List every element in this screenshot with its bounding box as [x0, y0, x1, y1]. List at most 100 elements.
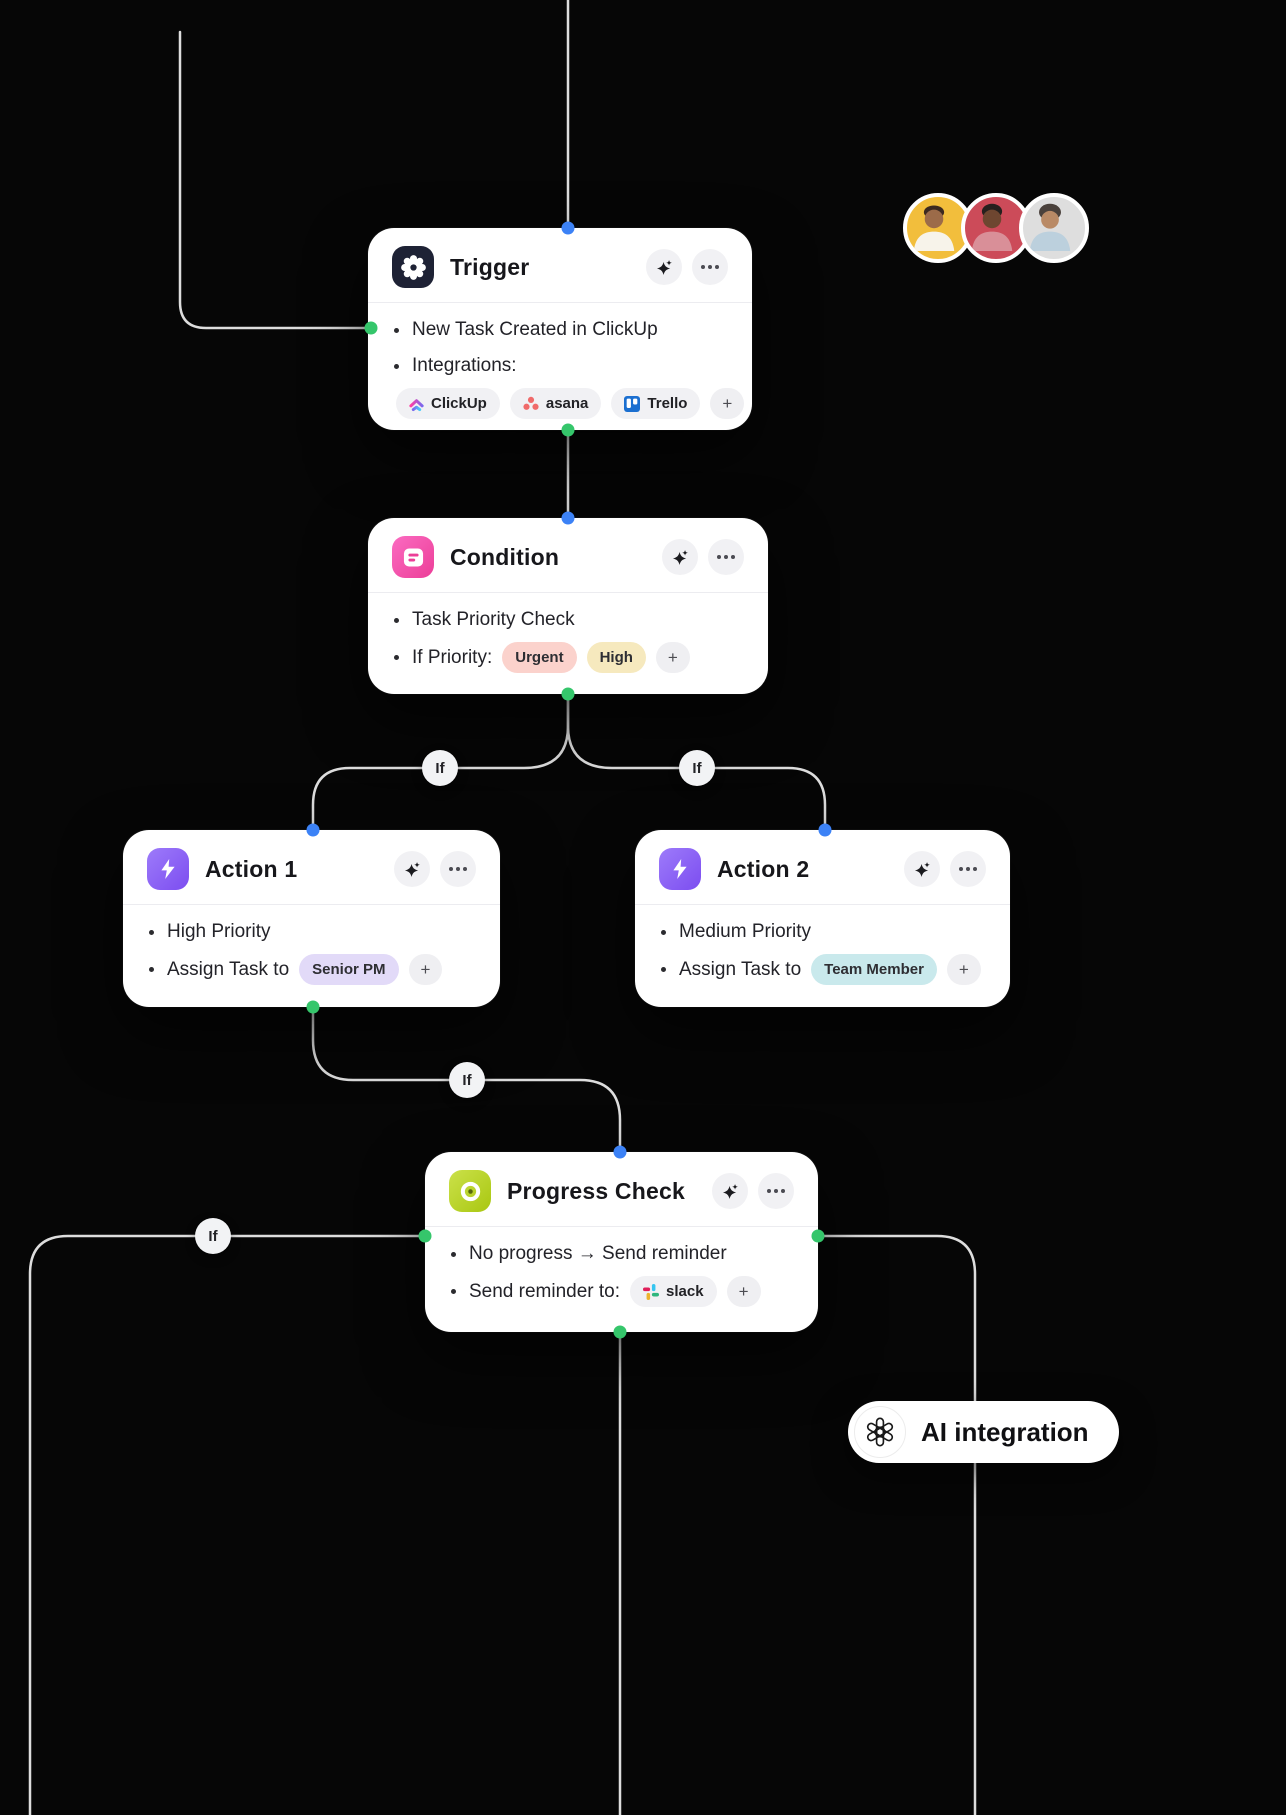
- trello-chip[interactable]: Trello: [611, 388, 701, 419]
- team-avatars: [903, 193, 1089, 263]
- input-port[interactable]: [613, 1145, 627, 1159]
- divider: [635, 904, 1010, 905]
- output-port[interactable]: [561, 423, 575, 437]
- node-title: Action 2: [717, 855, 810, 882]
- more-options-button[interactable]: [692, 249, 728, 285]
- ai-sparkle-button[interactable]: [394, 851, 430, 887]
- output-port[interactable]: [811, 1229, 825, 1243]
- more-options-button[interactable]: [758, 1173, 794, 1209]
- condition-bullet-2: If Priority: Urgent High +: [394, 642, 742, 673]
- bullet-dot: [451, 1251, 456, 1257]
- divider: [425, 1226, 818, 1227]
- priority-urgent-chip[interactable]: Urgent: [502, 642, 577, 673]
- if-branch-badge[interactable]: If: [679, 750, 715, 786]
- divider: [123, 904, 500, 905]
- ellipsis-icon: [701, 265, 719, 269]
- connector-line: [818, 1234, 977, 1815]
- output-port[interactable]: [306, 1000, 320, 1014]
- node-title: Trigger: [450, 253, 530, 280]
- input-port[interactable]: [306, 823, 320, 837]
- sparkles-icon: [722, 1183, 738, 1199]
- action2-node-header: Action 2: [635, 830, 1010, 904]
- add-integration-chip[interactable]: +: [710, 388, 745, 419]
- divider: [368, 302, 752, 303]
- document-icon: [392, 536, 434, 578]
- ai-integration-label: AI integration: [921, 1416, 1089, 1447]
- bullet-dot: [149, 967, 154, 972]
- output-port[interactable]: [613, 1325, 627, 1339]
- add-priority-chip[interactable]: +: [655, 642, 690, 673]
- action2-bullet-2: Assign Task to Team Member +: [661, 954, 984, 985]
- bullet-dot: [394, 617, 399, 623]
- bullet-dot: [451, 1289, 456, 1294]
- if-branch-badge[interactable]: If: [195, 1218, 231, 1254]
- ai-sparkle-button[interactable]: [712, 1173, 748, 1209]
- ai-integration-badge[interactable]: AI integration: [848, 1401, 1119, 1463]
- more-options-button[interactable]: [950, 851, 986, 887]
- sparkles-icon: [656, 259, 672, 275]
- progress-bullet-1: No progress → Send reminder: [451, 1240, 792, 1268]
- avatar[interactable]: [1019, 193, 1089, 263]
- ai-sparkle-button[interactable]: [904, 851, 940, 887]
- action1-node-header: Action 1: [123, 830, 500, 904]
- node-title: Condition: [450, 543, 560, 570]
- asana-chip[interactable]: asana: [509, 388, 602, 419]
- assignee-chip[interactable]: Senior PM: [299, 954, 399, 985]
- ai-sparkle-button[interactable]: [662, 539, 698, 575]
- lightning-icon: [659, 848, 701, 890]
- sparkles-icon: [672, 549, 688, 565]
- ellipsis-icon: [717, 555, 735, 559]
- ellipsis-icon: [449, 867, 467, 871]
- clickup-logo-icon: [409, 399, 424, 412]
- ai-sparkle-button[interactable]: [646, 249, 682, 285]
- add-assignee-chip[interactable]: +: [408, 954, 443, 985]
- priority-high-chip[interactable]: High: [586, 642, 646, 673]
- bullet-dot: [661, 929, 666, 935]
- condition-node[interactable]: Condition Task Priority Check: [368, 518, 768, 694]
- action2-node[interactable]: Action 2 Medium Priority: [635, 830, 1010, 1007]
- input-port[interactable]: [561, 221, 575, 235]
- progress-check-node[interactable]: Progress Check No progress → Send remind…: [425, 1152, 818, 1332]
- divider: [368, 592, 768, 593]
- integration-chips: ClickUp asana Trello: [396, 388, 745, 419]
- add-assignee-chip[interactable]: +: [946, 954, 981, 985]
- condition-bullet-1: Task Priority Check: [394, 606, 742, 634]
- clickup-chip[interactable]: ClickUp: [396, 388, 500, 419]
- avatar-photo-icon: [913, 205, 955, 251]
- progress-node-header: Progress Check: [425, 1152, 818, 1226]
- sparkles-icon: [914, 861, 930, 877]
- action1-node[interactable]: Action 1 High Priority: [123, 830, 500, 1007]
- lightning-icon: [147, 848, 189, 890]
- action1-bullet-1: High Priority: [149, 918, 474, 946]
- output-port[interactable]: [561, 687, 575, 701]
- bullet-dot: [661, 967, 666, 972]
- if-branch-badge[interactable]: If: [422, 750, 458, 786]
- bullet-dot: [394, 327, 399, 333]
- connector-line: [28, 1234, 425, 1815]
- add-reminder-target-chip[interactable]: +: [726, 1276, 761, 1307]
- input-port[interactable]: [818, 823, 832, 837]
- trigger-node[interactable]: Trigger New Task Created in ClickUp: [368, 228, 752, 430]
- bullet-dot: [149, 929, 154, 935]
- if-branch-badge[interactable]: If: [449, 1062, 485, 1098]
- bullet-dot: [394, 655, 399, 660]
- trigger-bullet-2: Integrations:: [394, 352, 726, 380]
- asana-logo-icon: [523, 396, 539, 410]
- input-port[interactable]: [561, 511, 575, 525]
- more-options-button[interactable]: [708, 539, 744, 575]
- assignee-chip[interactable]: Team Member: [811, 954, 937, 985]
- trigger-node-header: Trigger: [368, 228, 752, 302]
- gear-icon: [392, 246, 434, 288]
- output-port[interactable]: [418, 1229, 432, 1243]
- openai-logo-icon: [854, 1406, 906, 1458]
- more-options-button[interactable]: [440, 851, 476, 887]
- action1-bullet-2: Assign Task to Senior PM +: [149, 954, 474, 985]
- progress-bullet-2: Send reminder to: slack +: [451, 1276, 792, 1307]
- target-icon: [449, 1170, 491, 1212]
- slack-chip[interactable]: slack: [630, 1276, 717, 1307]
- output-port[interactable]: [364, 321, 378, 335]
- avatar-photo-icon: [1029, 203, 1071, 251]
- connector-line: [178, 30, 368, 330]
- node-title: Action 1: [205, 855, 298, 882]
